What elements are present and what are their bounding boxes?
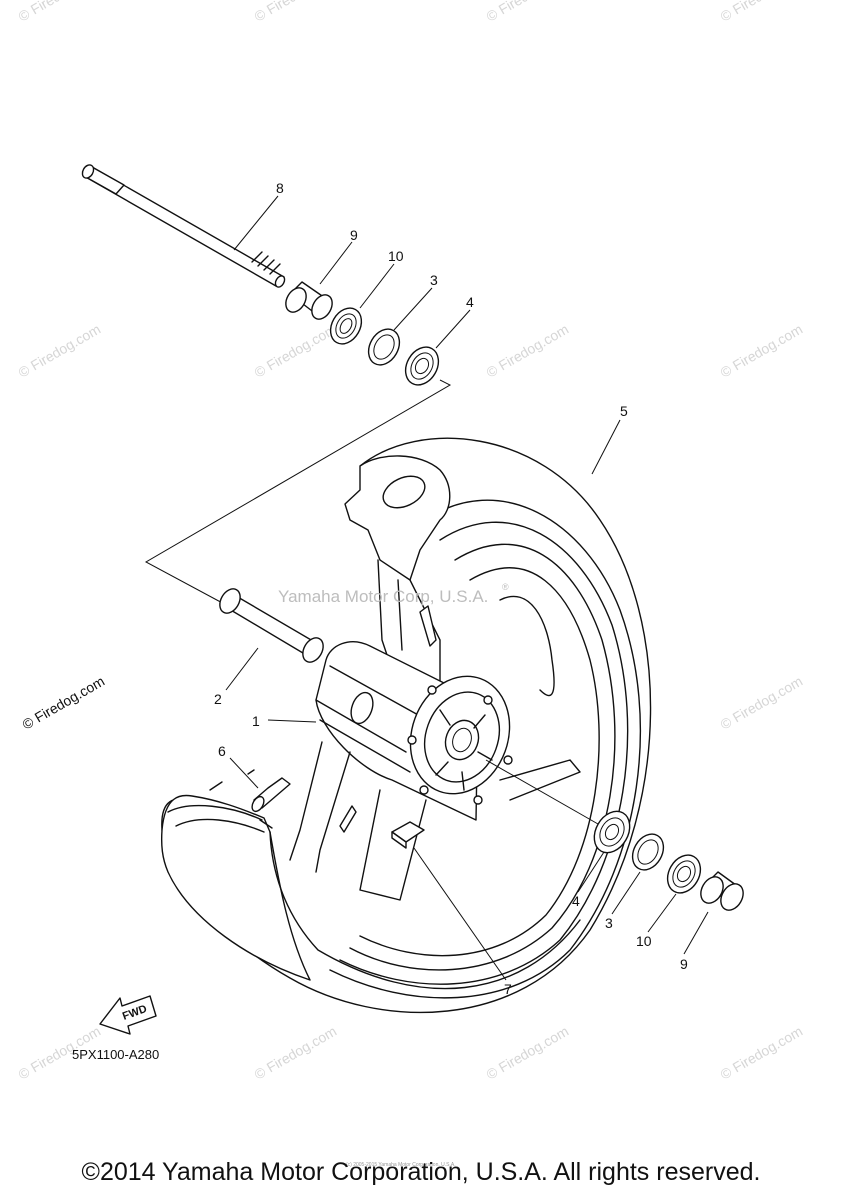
callout-4-upper: 4 <box>466 294 474 310</box>
watermark: © Firedog.com <box>718 1023 806 1083</box>
balance-weight <box>391 821 425 849</box>
watermark: © Firedog.com <box>16 0 104 25</box>
callout-9-lower: 9 <box>680 956 688 972</box>
wheel-hub <box>315 641 513 821</box>
callout-2: 2 <box>214 691 222 707</box>
watermark: © Firedog.com <box>484 1023 572 1083</box>
watermark: © Firedog.com <box>252 1023 340 1083</box>
rim-lower-spoke <box>289 741 581 901</box>
valve-stem <box>209 769 291 829</box>
watermark: © Firedog.com <box>718 673 806 733</box>
axis-line <box>485 759 599 825</box>
callout-labels: 8 9 10 3 4 5 2 1 6 7 4 3 10 9 <box>214 180 688 997</box>
callout-7: 7 <box>504 981 512 997</box>
callout-3-upper: 3 <box>430 272 438 288</box>
callout-4-lower: 4 <box>572 893 580 909</box>
callout-10-lower: 10 <box>636 933 652 949</box>
watermark: © Firedog.com <box>718 0 806 25</box>
callout-leaders <box>225 195 709 981</box>
assembly-line <box>144 379 452 607</box>
bearing-upper <box>404 346 440 386</box>
ring-upper <box>367 328 401 366</box>
copyright-notice: ©2014 Yamaha Motor Corporation, U.S.A. A… <box>81 1158 761 1186</box>
axle <box>81 164 286 288</box>
callout-1: 1 <box>252 713 260 729</box>
rim-upper-spoke <box>344 455 451 701</box>
oil-seal-upper <box>329 307 363 345</box>
fine-print: (c) 2005-2015 Yamaha Motor Corporation, … <box>346 1162 456 1168</box>
collar-upper <box>285 281 333 320</box>
watermark: © Firedog.com <box>484 0 572 25</box>
callout-6: 6 <box>218 743 226 759</box>
ring-lower <box>631 833 665 871</box>
fwd-arrow-icon: FWD <box>99 995 157 1035</box>
callout-3-lower: 3 <box>605 915 613 931</box>
watermark: © Firedog.com <box>252 321 340 381</box>
watermark: © Firedog.com <box>484 321 572 381</box>
callout-8: 8 <box>276 180 284 196</box>
bearing-lower <box>593 810 631 854</box>
callout-9-upper: 9 <box>350 227 358 243</box>
diagram-code: 5PX1100-A280 <box>72 1047 159 1062</box>
callout-5: 5 <box>620 403 628 419</box>
center-watermark-mark: ® <box>502 582 509 592</box>
watermark-dark: © Firedog.com <box>20 673 108 733</box>
callout-10-upper: 10 <box>388 248 404 264</box>
center-watermark: Yamaha Motor Corp, U.S.A. <box>278 587 488 606</box>
oil-seal-lower <box>666 854 702 894</box>
spacer <box>219 588 324 663</box>
watermark: © Firedog.com <box>16 321 104 381</box>
collar-lower <box>700 871 744 911</box>
watermark: © Firedog.com <box>252 0 340 25</box>
watermark: © Firedog.com <box>718 321 806 381</box>
